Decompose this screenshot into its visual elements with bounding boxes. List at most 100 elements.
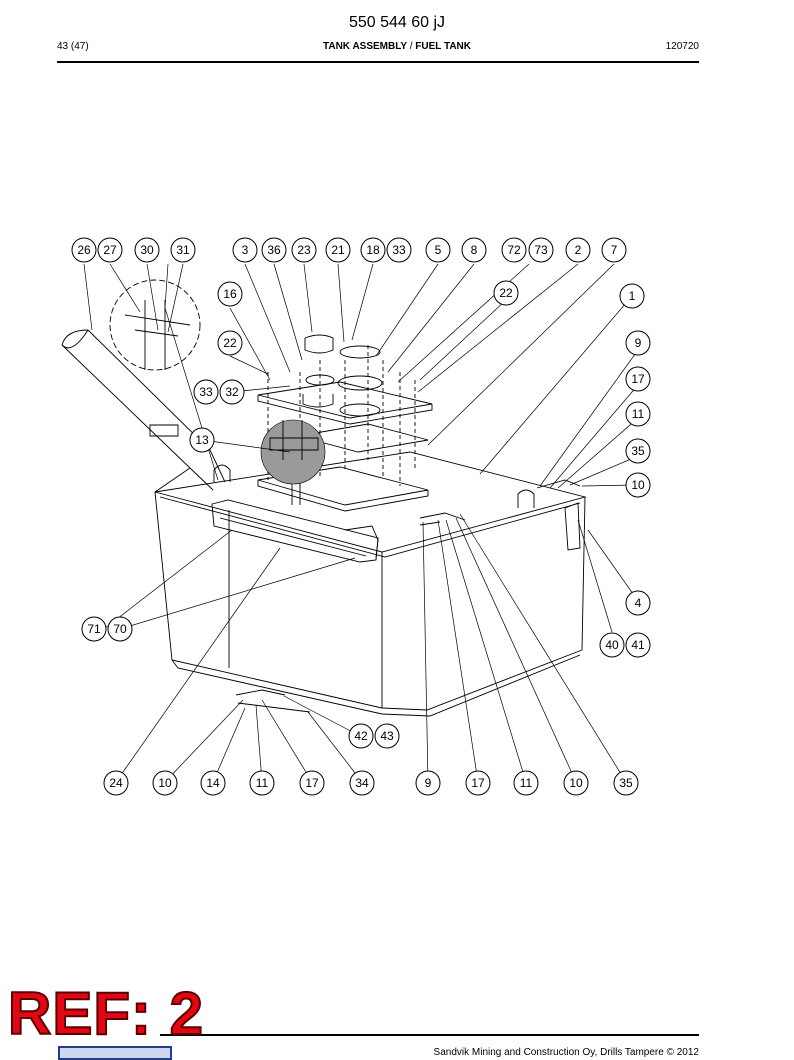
section-title: TANK ASSEMBLY / FUEL TANK bbox=[0, 41, 794, 52]
callout-32 bbox=[219, 379, 245, 405]
callout-label: 26 bbox=[77, 243, 91, 257]
callout-14 bbox=[200, 770, 226, 796]
callout-label: 72 bbox=[507, 243, 521, 257]
callout-11-right bbox=[513, 770, 539, 796]
callout-70 bbox=[107, 616, 133, 642]
callout-label: 17 bbox=[471, 776, 485, 790]
callout-label: 70 bbox=[113, 622, 127, 636]
callout-label: 7 bbox=[611, 243, 618, 257]
callout-label: 30 bbox=[140, 243, 154, 257]
filter-detail-shading bbox=[260, 419, 326, 485]
date-code: 120720 bbox=[665, 41, 699, 52]
callout-label: 24 bbox=[109, 776, 123, 790]
callout-labels-bottom-row: 24 10 14 11 17 34 9 17 11 10 35 bbox=[109, 776, 633, 790]
callout-labels-upper-left: 16 22 33 32 13 22 bbox=[195, 286, 513, 447]
callout-34 bbox=[349, 770, 375, 796]
section-name: TANK ASSEMBLY bbox=[323, 41, 407, 52]
callout-label: 27 bbox=[103, 243, 117, 257]
callout-24 bbox=[103, 770, 129, 796]
callout-labels-top-row: 26 27 30 31 3 36 23 21 18 33 5 8 72 73 2… bbox=[77, 243, 617, 257]
callout-label: 17 bbox=[305, 776, 319, 790]
callout-27 bbox=[97, 237, 123, 263]
callout-35 bbox=[613, 770, 639, 796]
callout-4 bbox=[625, 590, 651, 616]
callout-33 bbox=[386, 237, 412, 263]
ref-stamp: REF: 2 bbox=[7, 980, 205, 1047]
callout-label: 43 bbox=[380, 729, 394, 743]
callout-label: 35 bbox=[619, 776, 633, 790]
callout-5 bbox=[425, 237, 451, 263]
tank-outline bbox=[61, 279, 587, 717]
callout-label: 10 bbox=[158, 776, 172, 790]
callout-label: 33 bbox=[392, 243, 406, 257]
callout-labels-right-column: 1 9 17 11 35 10 4 40 41 bbox=[605, 289, 645, 652]
callout-22 bbox=[217, 330, 243, 356]
footer-rule bbox=[160, 1034, 699, 1036]
callout-labels-middle: 71 70 42 43 bbox=[87, 622, 394, 743]
callout-label: 23 bbox=[297, 243, 311, 257]
callouts-top-row bbox=[71, 237, 627, 263]
callout-label: 9 bbox=[425, 776, 432, 790]
callout-label: 3 bbox=[242, 243, 249, 257]
company-logo bbox=[58, 1046, 172, 1060]
callout-10-right bbox=[563, 770, 589, 796]
callout-3 bbox=[232, 237, 258, 263]
callout-43 bbox=[374, 723, 400, 749]
callout-35 bbox=[625, 438, 651, 464]
callout-17 bbox=[625, 366, 651, 392]
callout-label: 21 bbox=[331, 243, 345, 257]
callout-label: 13 bbox=[195, 433, 209, 447]
callout-label: 42 bbox=[354, 729, 368, 743]
header-rule bbox=[57, 61, 699, 63]
callout-33 bbox=[193, 379, 219, 405]
callout-16 bbox=[217, 281, 243, 307]
callout-label: 4 bbox=[635, 596, 642, 610]
callout-41 bbox=[625, 632, 651, 658]
callout-31 bbox=[170, 237, 196, 263]
callout-label: 17 bbox=[631, 372, 645, 386]
callout-label: 31 bbox=[176, 243, 190, 257]
callout-label: 16 bbox=[223, 287, 237, 301]
callout-label: 10 bbox=[569, 776, 583, 790]
callout-label: 22 bbox=[223, 336, 237, 350]
callouts-upper-left bbox=[189, 280, 519, 453]
callout-10 bbox=[625, 472, 651, 498]
callout-40 bbox=[599, 632, 625, 658]
callout-label: 1 bbox=[629, 289, 636, 303]
callout-11 bbox=[625, 401, 651, 427]
callout-label: 40 bbox=[605, 638, 619, 652]
callout-17-right bbox=[465, 770, 491, 796]
callout-label: 36 bbox=[267, 243, 281, 257]
callout-71 bbox=[81, 616, 107, 642]
page-number: 43 (47) bbox=[57, 41, 89, 52]
callout-label: 34 bbox=[355, 776, 369, 790]
leader-lines bbox=[83, 263, 639, 783]
callout-9 bbox=[415, 770, 441, 796]
callout-73 bbox=[528, 237, 554, 263]
subsection-name: FUEL TANK bbox=[415, 41, 471, 52]
callout-2 bbox=[565, 237, 591, 263]
callout-label: 2 bbox=[575, 243, 582, 257]
callout-11 bbox=[249, 770, 275, 796]
callout-22-right bbox=[493, 280, 519, 306]
callout-1 bbox=[619, 283, 645, 309]
callout-9 bbox=[625, 330, 651, 356]
filter-detail-lines bbox=[269, 420, 319, 460]
title-separator: / bbox=[409, 41, 413, 52]
callout-label: 8 bbox=[471, 243, 478, 257]
callout-26 bbox=[71, 237, 97, 263]
callout-label: 35 bbox=[631, 444, 645, 458]
callout-10 bbox=[152, 770, 178, 796]
callout-30 bbox=[134, 237, 160, 263]
callouts-middle bbox=[81, 616, 400, 749]
callout-13 bbox=[189, 427, 215, 453]
callout-36 bbox=[261, 237, 287, 263]
callout-label: 18 bbox=[366, 243, 380, 257]
callout-7 bbox=[601, 237, 627, 263]
callout-42 bbox=[348, 723, 374, 749]
callout-label: 11 bbox=[632, 407, 645, 421]
callout-label: 11 bbox=[520, 776, 533, 790]
document-number: 550 544 60 jJ bbox=[348, 14, 446, 31]
callout-label: 22 bbox=[499, 286, 513, 300]
callout-label: 10 bbox=[631, 478, 645, 492]
